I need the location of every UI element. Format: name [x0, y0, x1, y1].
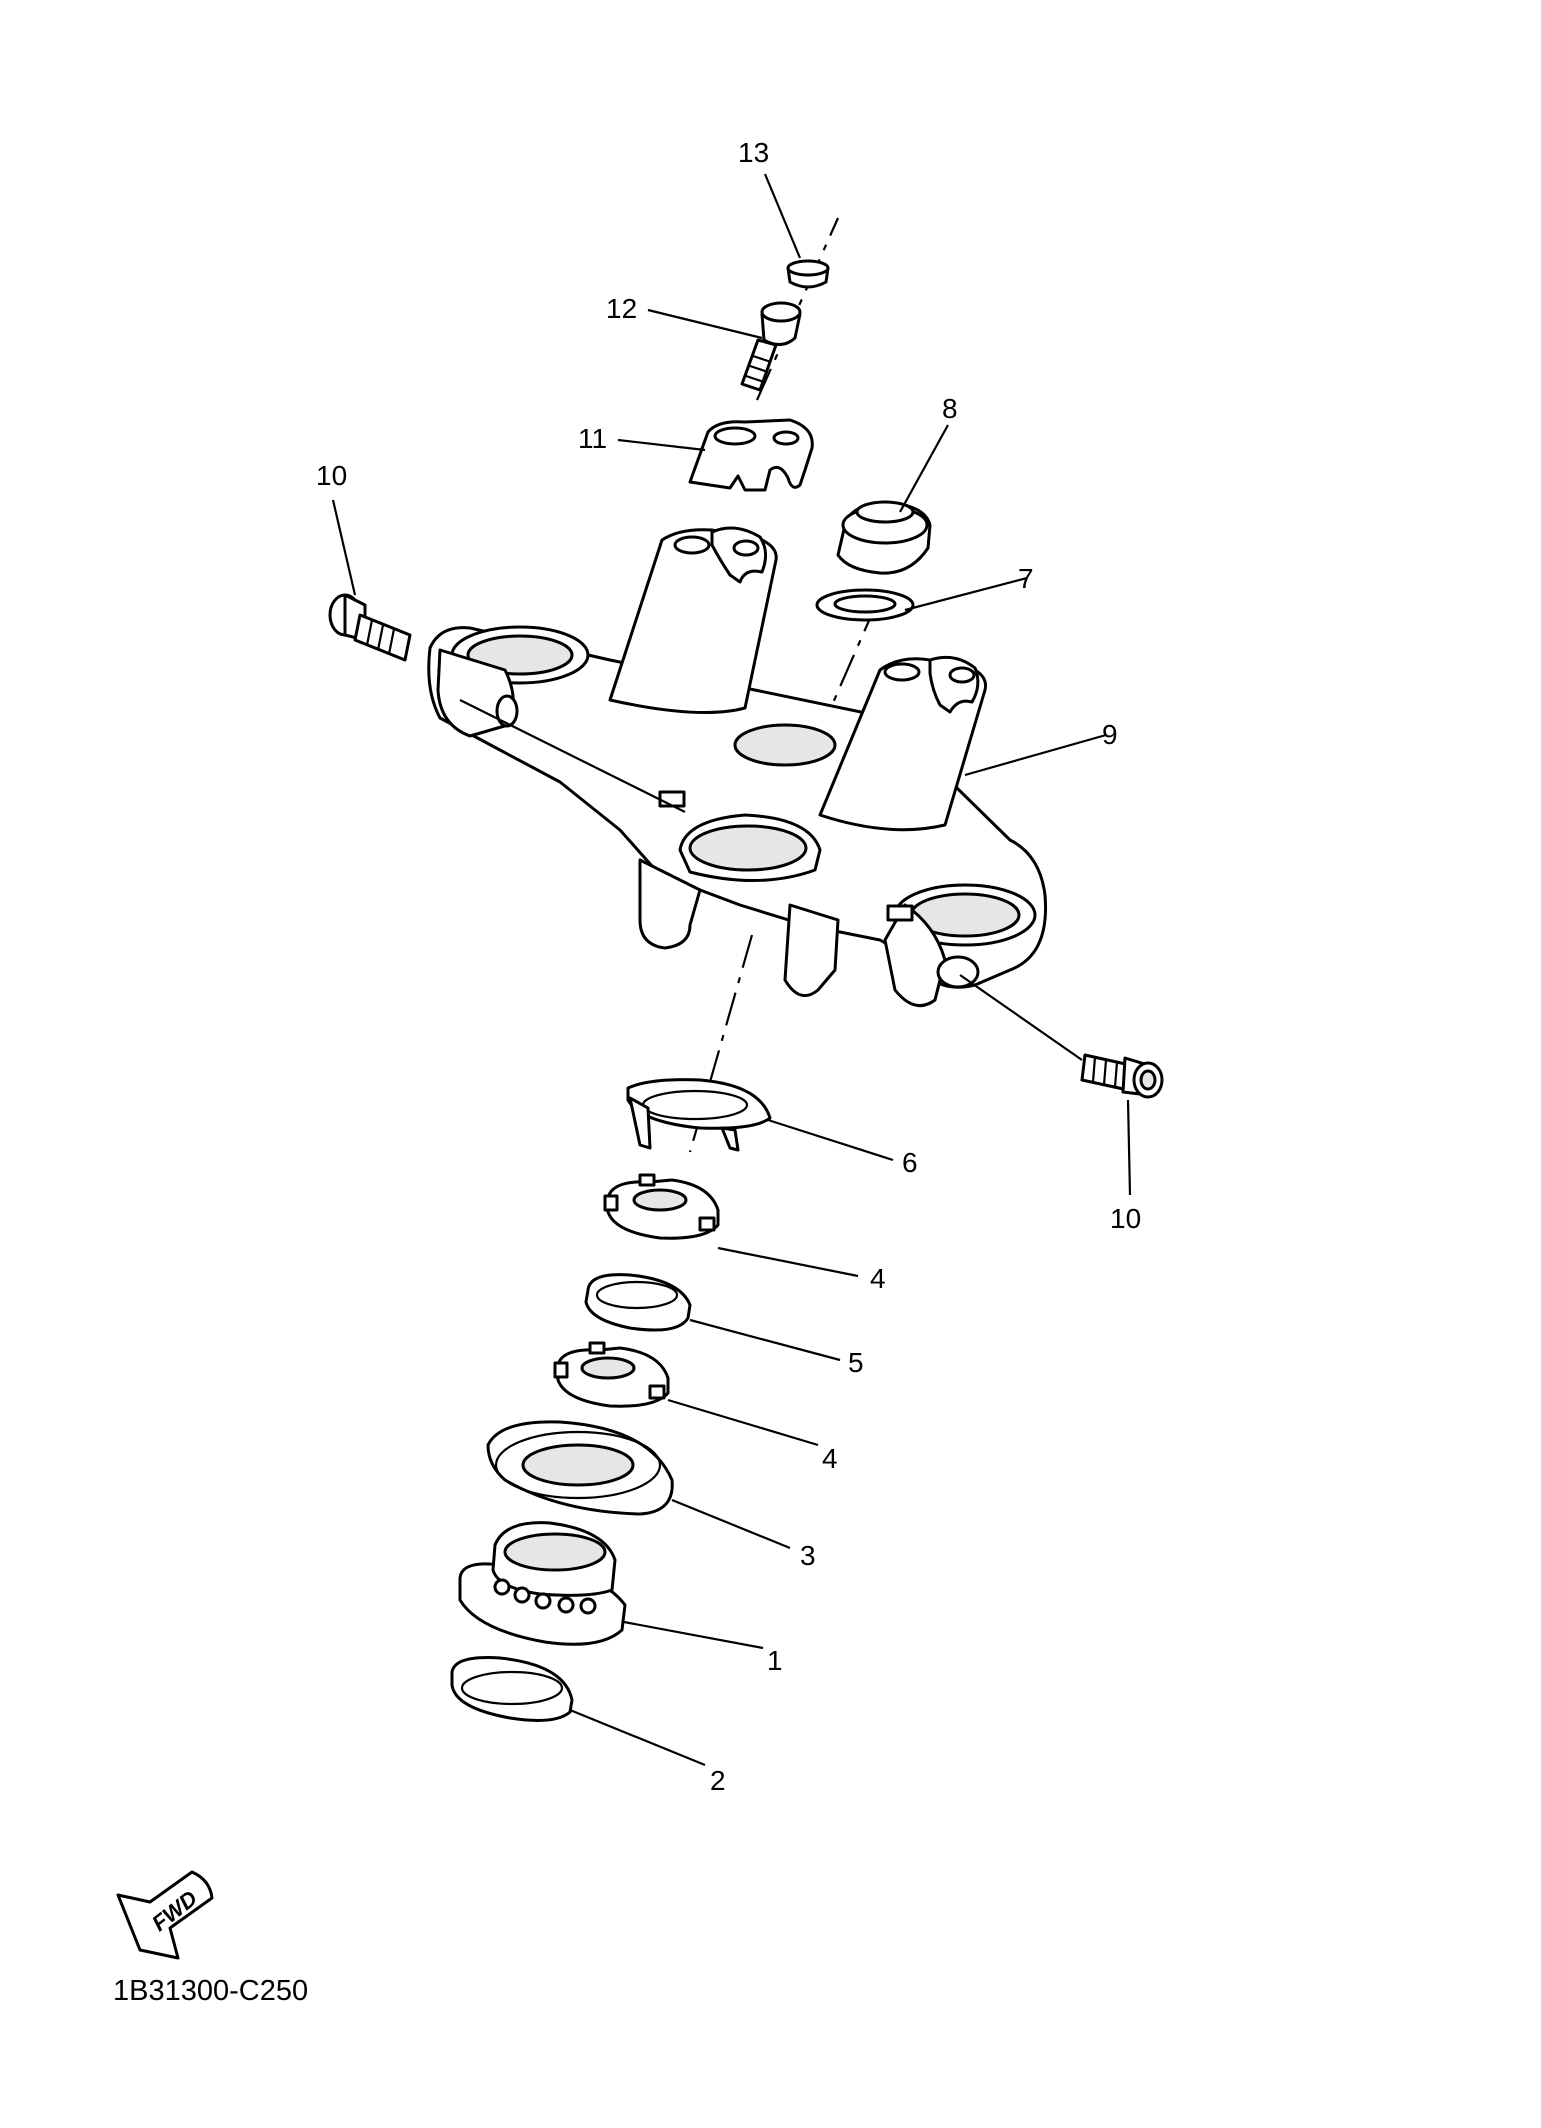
ring-nut-4-upper	[603, 1173, 720, 1240]
bolt-10-left	[328, 593, 412, 662]
callout-1: 1	[767, 1645, 783, 1676]
callout-12: 12	[606, 293, 637, 324]
bolt-12	[740, 301, 802, 392]
callout-11: 11	[578, 423, 607, 454]
callout-13: 13	[738, 137, 769, 168]
tab-left	[658, 790, 686, 808]
tab-right	[886, 904, 914, 922]
nut-8	[836, 500, 932, 575]
cap-13	[786, 259, 830, 289]
callout-9: 9	[1102, 719, 1118, 750]
leader-lines	[331, 173, 1132, 1767]
callout-7: 7	[1018, 563, 1034, 594]
callout-10-right: 10	[1110, 1203, 1141, 1234]
washer-7	[815, 588, 915, 622]
callout-10-left: 10	[316, 460, 347, 491]
washer-5	[584, 1273, 692, 1332]
callout-4-upper: 4	[870, 1263, 886, 1294]
washer-2	[450, 1656, 574, 1722]
callout-labels: 13 12 11 8 7 9 10 10 6 4 5 4 3 1 2	[316, 137, 1141, 1796]
ring-nut-4-lower	[553, 1341, 670, 1408]
dust-seal-3	[486, 1420, 674, 1516]
upper-bracket	[427, 526, 1048, 1008]
callout-8: 8	[942, 393, 958, 424]
callout-6: 6	[902, 1147, 918, 1178]
bearing-1	[458, 1521, 627, 1646]
lock-washer-6	[626, 1078, 772, 1152]
holder-11	[688, 418, 814, 492]
drawing-code: 1B31300-C250	[113, 1975, 308, 2007]
forward-arrow-icon: FWD	[116, 1870, 214, 1960]
callout-2: 2	[710, 1765, 726, 1796]
bolt-10-right	[1080, 1053, 1164, 1099]
callout-4-lower: 4	[822, 1443, 838, 1474]
callout-5: 5	[848, 1347, 864, 1378]
axis-line-bolt	[755, 217, 840, 401]
callout-3: 3	[800, 1540, 816, 1571]
